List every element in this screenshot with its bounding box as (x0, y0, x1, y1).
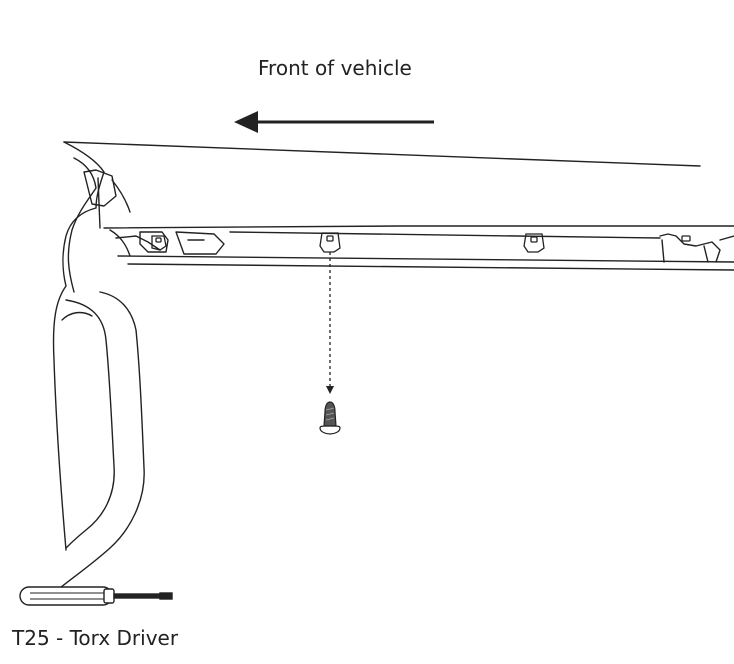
push-clip-icon (319, 401, 341, 435)
screwdriver-icon (19, 586, 173, 606)
removal-direction-indicator (326, 252, 334, 394)
clip-hole-far-right (681, 235, 691, 242)
direction-label: Front of vehicle (258, 56, 412, 80)
vehicle-body-outline (52, 141, 734, 589)
clip-hole-left (151, 235, 167, 251)
arrow-left-icon (234, 111, 434, 133)
clip-hole-right (523, 233, 545, 253)
clip-hole-center (319, 232, 341, 253)
tool-label: T25 - Torx Driver (12, 626, 179, 650)
